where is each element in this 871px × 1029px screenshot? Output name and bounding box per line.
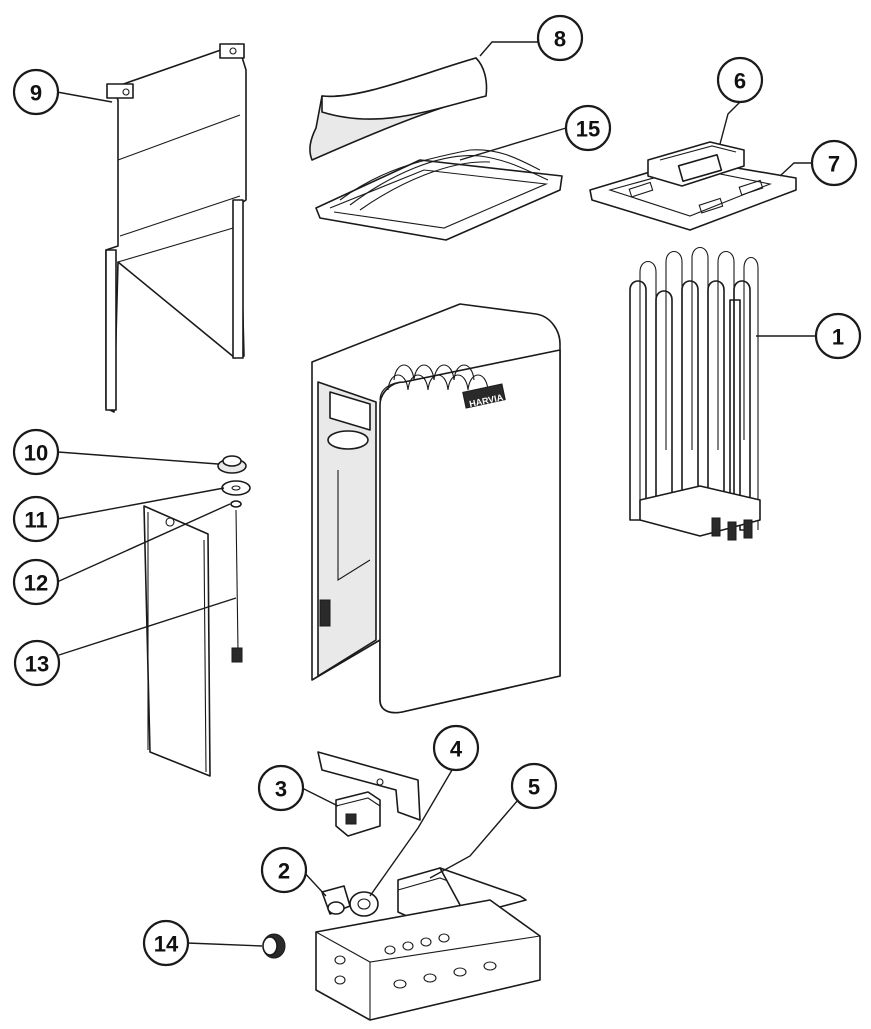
mount-bracket bbox=[317, 751, 421, 821]
knob-part-14 bbox=[262, 933, 286, 959]
callout-6-label: 6 bbox=[734, 69, 746, 94]
callout-5: 5 bbox=[510, 762, 558, 810]
callout-9: 9 bbox=[12, 68, 60, 116]
bracket-part-6 bbox=[647, 141, 745, 187]
callout-1-label: 1 bbox=[832, 325, 844, 350]
callout-15-label: 15 bbox=[576, 117, 600, 142]
callout-12-label: 12 bbox=[24, 571, 48, 596]
callout-14-label: 14 bbox=[154, 932, 179, 957]
front-side-panel bbox=[143, 505, 211, 777]
leader-lines bbox=[56, 41, 815, 947]
callout-11-label: 11 bbox=[24, 508, 47, 533]
relay-part-3 bbox=[335, 791, 381, 837]
callout-12: 12 bbox=[12, 558, 60, 606]
callout-7: 7 bbox=[810, 139, 858, 187]
washer-part-11 bbox=[221, 480, 251, 496]
callout-4: 4 bbox=[432, 724, 480, 772]
top-plate-part-7 bbox=[589, 159, 797, 231]
knob-part-10 bbox=[217, 455, 247, 474]
callout-1: 1 bbox=[814, 312, 862, 360]
callout-14: 14 bbox=[142, 919, 190, 967]
callout-6: 6 bbox=[716, 56, 764, 104]
callout-13: 13 bbox=[13, 639, 61, 687]
rear-panel-part-9 bbox=[105, 43, 247, 413]
callout-7-label: 7 bbox=[828, 152, 840, 177]
callout-8-label: 8 bbox=[554, 27, 566, 52]
callout-4-label: 4 bbox=[450, 737, 463, 762]
callout-3-label: 3 bbox=[275, 777, 287, 802]
callout-3: 3 bbox=[257, 764, 305, 812]
callout-15: 15 bbox=[564, 104, 612, 152]
base-box bbox=[315, 899, 541, 1021]
washer-part-12 bbox=[230, 500, 242, 508]
top-cover-part-8 bbox=[309, 57, 488, 161]
switch-part-2 bbox=[321, 885, 351, 915]
callout-5-label: 5 bbox=[528, 775, 540, 800]
callout-11: 11 bbox=[12, 495, 60, 543]
callout-13-label: 13 bbox=[25, 652, 49, 677]
sensor-rod-part-13 bbox=[231, 509, 243, 663]
stone-tray-part-15 bbox=[315, 149, 563, 241]
callout-2-label: 2 bbox=[278, 859, 290, 884]
callout-8: 8 bbox=[536, 14, 584, 62]
callout-10: 10 bbox=[12, 428, 60, 476]
heating-elements-part-1 bbox=[629, 246, 761, 541]
heater-housing: HARVIA bbox=[311, 303, 561, 714]
callout-9-label: 9 bbox=[30, 81, 42, 106]
callout-10-label: 10 bbox=[24, 441, 48, 466]
thermostat-part-4 bbox=[349, 891, 379, 917]
callout-2: 2 bbox=[260, 846, 308, 894]
